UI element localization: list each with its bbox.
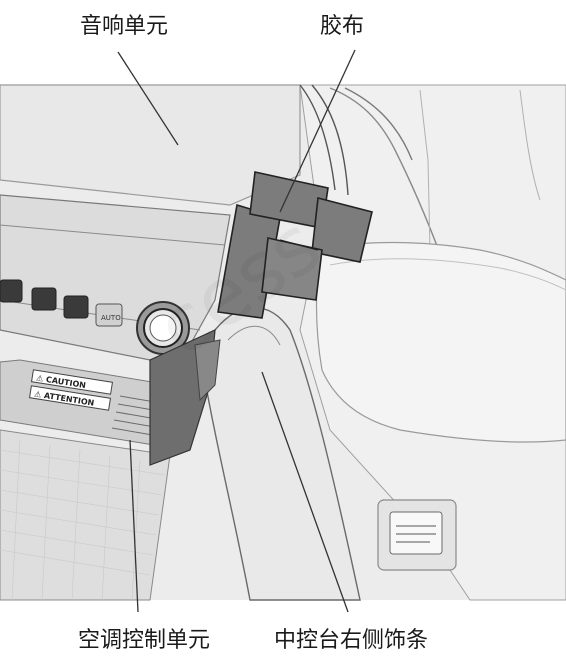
leader-tape xyxy=(279,49,356,213)
auto-button-label: AUTO xyxy=(101,314,121,322)
tape-pieces xyxy=(217,171,373,319)
glovebox xyxy=(315,241,566,443)
label-tape: 胶布 xyxy=(320,14,365,39)
label-ac-control-unit: 空调控制单元 xyxy=(78,628,211,653)
label-console-side-trim: 中控台右侧饰条 xyxy=(274,628,429,653)
leader-audio xyxy=(117,51,179,146)
storage-tray xyxy=(0,429,171,601)
round-knob xyxy=(136,301,190,355)
switch-face xyxy=(389,511,443,555)
label-audio-unit: 音响单元 xyxy=(80,14,169,39)
console-side-trim xyxy=(204,306,361,601)
ac-buttons: AUTO xyxy=(0,279,123,327)
leader-lines xyxy=(117,49,356,613)
leader-ac xyxy=(129,439,139,613)
leader-trim xyxy=(261,371,349,613)
